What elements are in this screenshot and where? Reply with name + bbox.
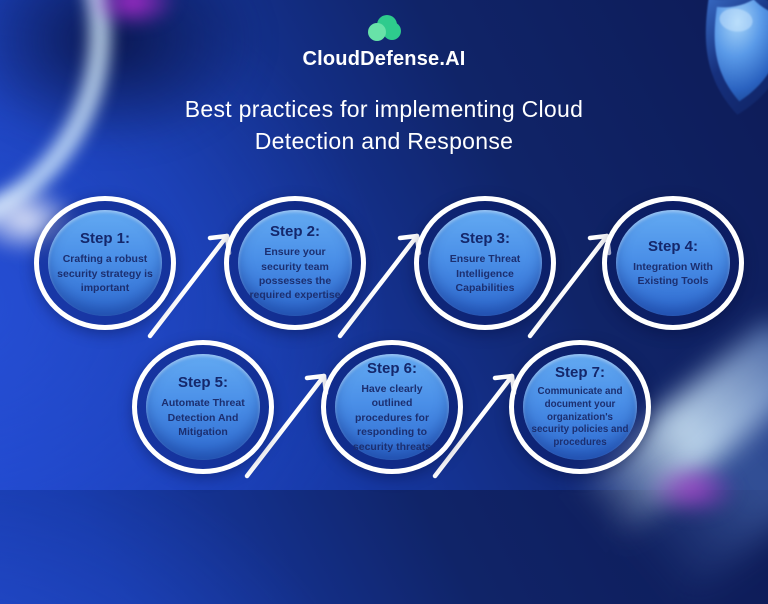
step-4-description: Integration With Existing Tools: [633, 260, 713, 287]
header: CloudDefense.AI Best practices for imple…: [0, 12, 768, 157]
step-6-description: Have clearly outlined procedures for res…: [352, 382, 432, 453]
step-circle-4: Step 4: Integration With Existing Tools: [602, 196, 744, 330]
step-circle-1: Step 1: Crafting a robust security strat…: [34, 196, 176, 330]
step-1-description: Crafting a robust security strategy is i…: [57, 253, 153, 295]
step-7-description: Communicate and document your organizati…: [531, 385, 629, 449]
step-circle-3: Step 3: Ensure Threat Intelligence Capab…: [414, 196, 556, 330]
page-title-line-2: Detection and Response: [254, 128, 514, 155]
step-3-description: Ensure Threat Intelligence Capabilities: [449, 253, 521, 295]
page-title: Best practices for implementing Cloud De…: [0, 93, 768, 157]
page-title-line-1: Best practices for implementing Cloud: [184, 96, 584, 122]
step-5-description: Automate Threat Detection And Mitigation: [161, 397, 245, 439]
step-circle-6: Step 6: Have clearly outlined procedures…: [321, 340, 463, 474]
step-3-label: Step 3:: [459, 230, 510, 248]
step-2-description: Ensure your security team possesses the …: [249, 246, 341, 302]
cloud-logo-icon: [368, 15, 401, 41]
step-circle-2: Step 2: Ensure your security team posses…: [224, 196, 366, 330]
step-5-label: Step 5:: [177, 374, 228, 392]
step-7-label: Step 7:: [554, 363, 605, 381]
step-2-label: Step 2:: [269, 223, 320, 241]
step-circle-7: Step 7: Communicate and document your or…: [509, 340, 651, 474]
step-6-label: Step 6:: [366, 359, 417, 377]
step-1-label: Step 1:: [79, 230, 130, 248]
step-circle-5: Step 5: Automate Threat Detection And Mi…: [132, 340, 274, 474]
step-4-label: Step 4:: [647, 237, 698, 255]
brand-name: CloudDefense.AI: [302, 48, 466, 70]
